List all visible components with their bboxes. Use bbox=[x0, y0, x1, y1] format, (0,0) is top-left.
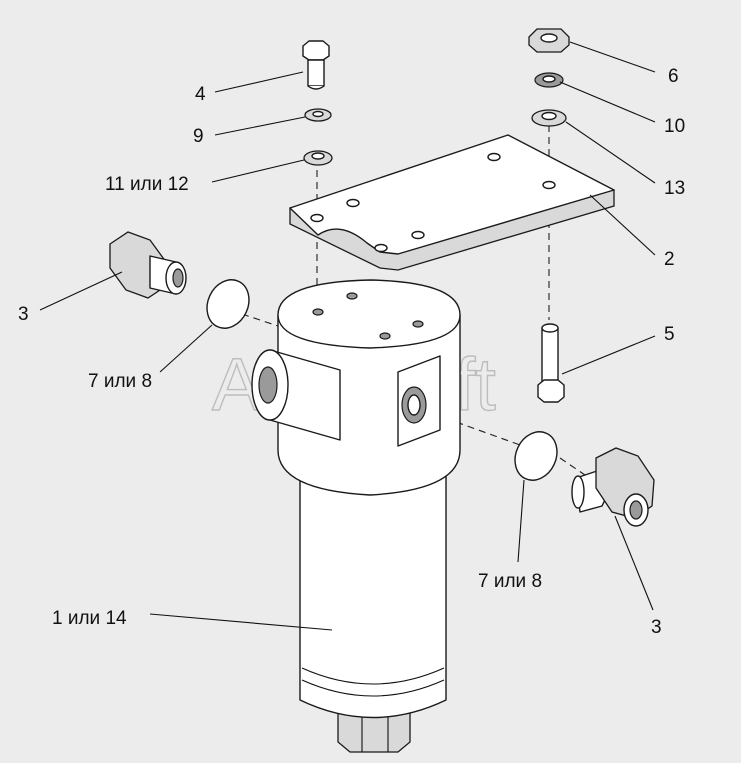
o-ring-part-7-8-right bbox=[514, 431, 558, 481]
label-10: 10 bbox=[664, 116, 685, 137]
label-3-left: 3 bbox=[18, 304, 29, 325]
leader-lines bbox=[39, 41, 656, 631]
label-9: 9 bbox=[193, 126, 204, 147]
label-5: 5 bbox=[664, 324, 675, 345]
label-11-12: 11 или 12 bbox=[105, 174, 189, 195]
washer-part-10 bbox=[534, 72, 564, 88]
fitting-part-3-right bbox=[571, 447, 655, 527]
fitting-part-3-left bbox=[109, 231, 187, 299]
nut-part-6 bbox=[528, 28, 570, 53]
bolt-part-5 bbox=[537, 323, 565, 403]
label-13: 13 bbox=[664, 178, 685, 199]
o-ring-part-7-8-left bbox=[206, 279, 250, 329]
label-7-8-right: 7 или 8 bbox=[478, 571, 542, 592]
label-2: 2 bbox=[664, 249, 675, 270]
filter-body-part-1-14 bbox=[251, 279, 461, 753]
washer-part-9 bbox=[304, 108, 332, 122]
label-3-right: 3 bbox=[651, 617, 662, 638]
label-7-8-left: 7 или 8 bbox=[88, 371, 152, 392]
label-1-14: 1 или 14 bbox=[52, 608, 127, 629]
label-6: 6 bbox=[668, 66, 679, 87]
bracket-plate-part-2 bbox=[289, 134, 615, 271]
label-4: 4 bbox=[195, 84, 206, 105]
bolt-part-4 bbox=[302, 40, 330, 90]
callout-labels: 4 9 11 или 12 3 7 или 8 6 10 13 2 5 7 ил… bbox=[18, 66, 685, 638]
washer-part-13 bbox=[531, 109, 567, 127]
washer-part-11-12 bbox=[303, 150, 333, 166]
